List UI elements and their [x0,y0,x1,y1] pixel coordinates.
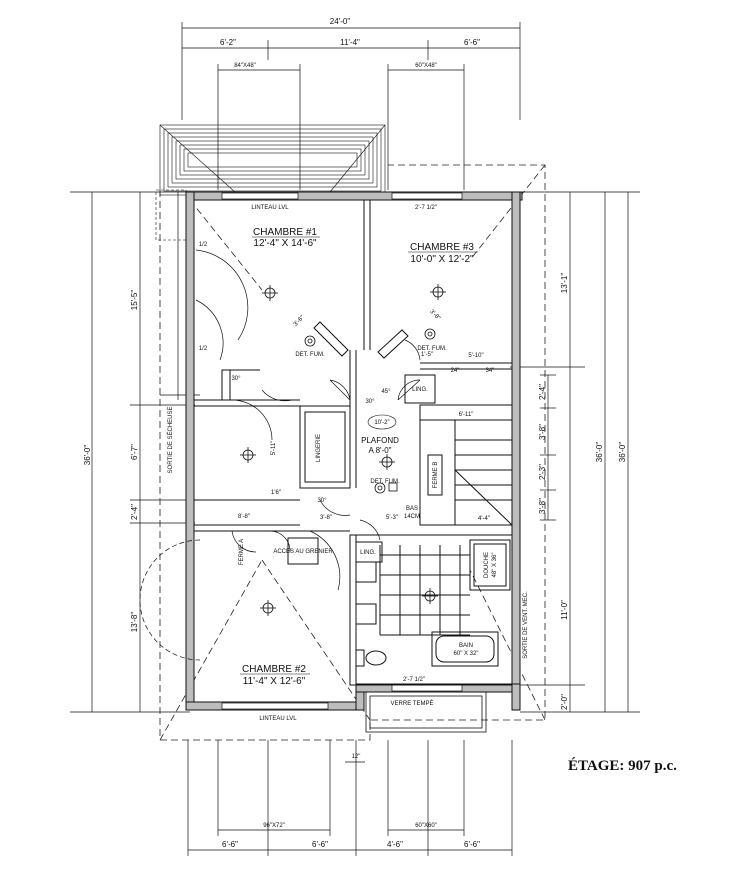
dim-2-7-bottom: 2'-7 1/2" [403,677,425,683]
room-chambre-3-size: 10'-0" X 12'-2" [410,254,474,265]
label-angle-30-a: 30° [231,376,241,382]
label-ferme-a: FERME A [239,539,245,565]
dim-top-total: 24'-0" [330,17,351,26]
room-lingerie: LINGERIE [316,434,322,462]
room-ling-1: LING. [412,387,428,393]
dim-right-b: 11'-0" [560,600,569,620]
dim-left-total: 36'-0" [83,445,92,466]
room-douche-name: DOUCHE [484,552,490,578]
dim-bottom-a: 6'-6" [222,840,238,849]
label-acces-grenier: ACCES AU GRENIER [273,549,333,555]
dim-stair-d: 3'-8" [538,498,547,514]
tempered-glass-bay [365,691,487,733]
dim-int-5: 3'-8" [320,515,332,521]
dim-top-a: 6'-2" [220,38,236,47]
dim-int-9: 10'-2" [374,420,389,426]
label-bas: BAS [406,506,418,512]
dim-right-c: 2'-0" [560,694,569,710]
dim-int-6: 5'-3" [386,515,398,521]
dim-bottom-b: 6'-6" [312,840,328,849]
label-bas-size: 14CM [404,514,420,520]
dim-stair-b: 3'-8" [538,424,547,440]
dim-top-c: 6'-6" [464,38,480,47]
dim-left-a: 15'-5" [130,290,139,311]
room-ling-2: LING. [360,550,376,556]
label-verre-tempe: VERRE TEMPÉ [391,700,434,707]
dim-int-4: 1'-5" [421,352,433,358]
room-bain-name: BAIN [459,643,473,649]
label-det-fum-2: DET. FUM. [417,346,447,352]
label-sortie-vent: SORTIE DE VENT. MEC. [523,591,529,659]
label-plafond-height: A 8'-0" [368,446,391,455]
room-chambre-1-name: CHAMBRE #1 [253,227,317,238]
dim-stair-c: 2'-3" [538,464,547,480]
label-half-1: 1/2 [199,242,208,248]
dim-right-total-2: 36'-0" [618,442,627,463]
fixtures [240,284,446,616]
dim-int-1: 5'-10" [468,353,483,359]
dim-int-7: 8'-8" [238,514,250,520]
windows [221,192,463,710]
room-chambre-3-name: CHAMBRE #3 [410,242,474,253]
label-angle-30-c: 30° [365,399,375,405]
label-angle-30-b: 30° [317,498,327,504]
dim-int-16: 24" [451,368,460,374]
room-chambre-2-name: CHAMBRE #2 [242,664,306,675]
top-dimensions [181,22,521,190]
label-angle-45: 45° [381,389,391,395]
room-bain-size: 60" X 32" [454,651,479,657]
room-chambre-2-size: 11'-4" X 12'-6" [243,676,306,687]
interior-walls [194,200,513,686]
dim-window-bottom-2: 60"X60" [415,823,437,829]
dim-left-c: 2'-4" [130,504,139,520]
dim-right-total-1: 36'-0" [595,442,604,463]
dim-stair-a: 2'-4" [538,384,547,400]
label-det-fum-3: DET. FUM. [370,479,400,485]
label-half-2: 1/2 [199,346,208,352]
dim-int-17: 34" [486,368,495,374]
dim-int-3: 4'-4" [478,516,490,522]
deck-structure [155,124,386,241]
label-ferme-b: FERME B [433,462,439,489]
room-douche-size: 48" X 36" [492,553,498,578]
label-sortie-secheuse: SORTIE DE SÉCHEUSE [167,407,174,474]
dim-int-8: 5'-11" [271,441,277,456]
dim-2-7-top: 2'-7 1/2" [415,205,437,211]
right-dimensions [510,191,640,713]
label-linteau-bottom: LINTEAU LVL [259,716,297,722]
room-chambre-1-size: 12'-4" X 14'-6" [253,238,317,249]
dim-int-11: 3'-8" [428,309,441,322]
angled-walls [313,321,409,359]
dim-int-15: 1'6" [271,490,281,496]
dim-bottom-c: 4'-6" [387,840,403,849]
dim-left-b: 6'-7" [130,444,139,460]
dim-int-2: 6'-11" [459,412,474,418]
dim-top-b: 11'-4" [340,38,360,47]
dim-bottom-d: 6'-6" [464,840,480,849]
dim-right-a: 13'-1" [560,273,569,294]
label-det-fum-1: DET. FUM. [295,352,325,358]
dim-int-10: 3'-6" [293,315,306,328]
floor-area-caption: ÉTAGE: 907 p.c. [568,758,677,774]
dim-int-9-bubble [367,414,397,430]
dim-window-bottom-1: 96"X72" [263,823,285,829]
roof-outline [159,164,546,741]
label-plafond: PLAFOND [361,436,399,445]
left-dimensions [70,191,200,713]
dim-window-top-2: 60"X48" [415,63,437,69]
door-swings [139,249,421,661]
bottom-dimensions [187,740,513,856]
dim-left-d: 13'-8" [130,612,139,633]
label-linteau-top: LINTEAU LVL [251,205,289,211]
dim-window-top-1: 84"X48" [234,63,256,69]
dim-12in: 12" [352,754,361,760]
